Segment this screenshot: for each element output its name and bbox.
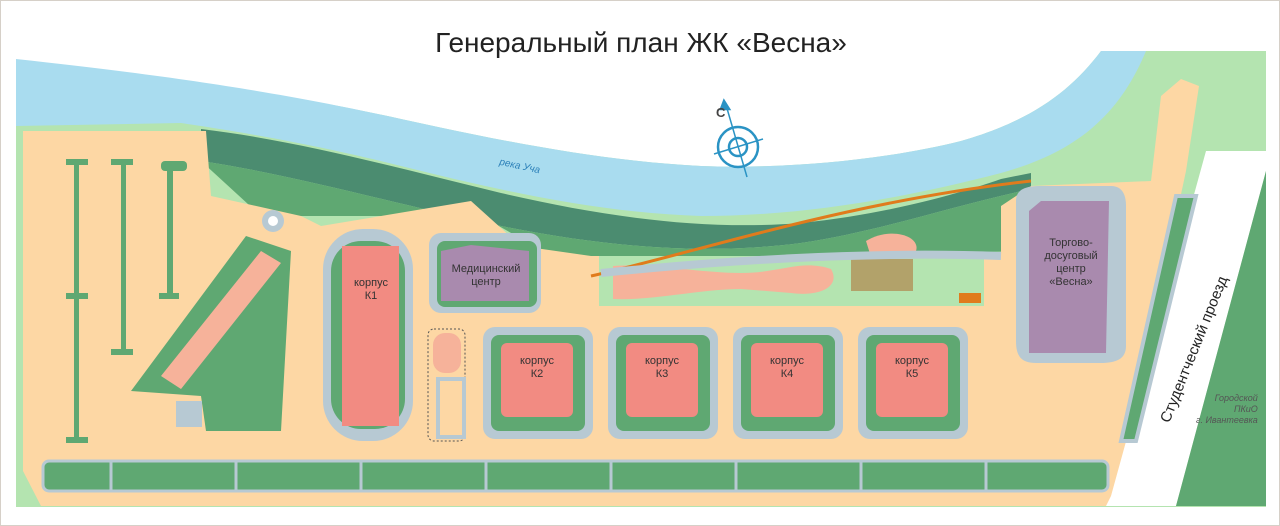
label-line: корпус <box>769 355 804 367</box>
label-line: К3 <box>655 368 669 380</box>
road <box>1106 151 1266 506</box>
park-label-line: Городской <box>1214 393 1258 403</box>
label-line: центр <box>471 276 501 288</box>
road-green-strip <box>1118 194 1199 443</box>
building-mall <box>1029 201 1109 353</box>
label-line: К1 <box>364 290 378 302</box>
label-line: корпус <box>353 277 388 289</box>
label-line: К5 <box>905 368 919 380</box>
courtyards <box>483 327 968 439</box>
compass-north-label: С <box>716 105 726 120</box>
label-line: Торгово- <box>1049 237 1093 249</box>
building-diagonal <box>161 251 281 389</box>
park-label: Городской ПКиО г. Ивантеевка <box>1196 393 1258 426</box>
label-line: К2 <box>530 368 544 380</box>
label-line: досуговый <box>1044 250 1098 262</box>
label-line: центр <box>1056 263 1086 275</box>
label-line: Медицинский <box>451 263 521 275</box>
map-title: Генеральный план ЖК «Весна» <box>435 27 847 58</box>
building-k1 <box>342 246 399 426</box>
label-line: «Весна» <box>1049 276 1093 288</box>
bottom-green-strip <box>41 459 1110 493</box>
label-line: К4 <box>780 368 794 380</box>
city-park <box>1176 171 1266 506</box>
sports-ground <box>851 259 913 291</box>
river <box>16 51 1146 216</box>
park-label-line: г. Ивантеевка <box>1196 415 1258 425</box>
small-building <box>176 401 202 427</box>
embankment <box>201 129 1031 249</box>
blank-area <box>16 51 1101 167</box>
parking-dividers <box>66 159 187 443</box>
park-label-line: ПКиО <box>1233 404 1258 414</box>
compass-rose-icon <box>713 98 764 178</box>
label-line: корпус <box>644 355 679 367</box>
label-line: корпус <box>519 355 554 367</box>
label-line: корпус <box>894 355 929 367</box>
building-medical <box>441 245 529 301</box>
